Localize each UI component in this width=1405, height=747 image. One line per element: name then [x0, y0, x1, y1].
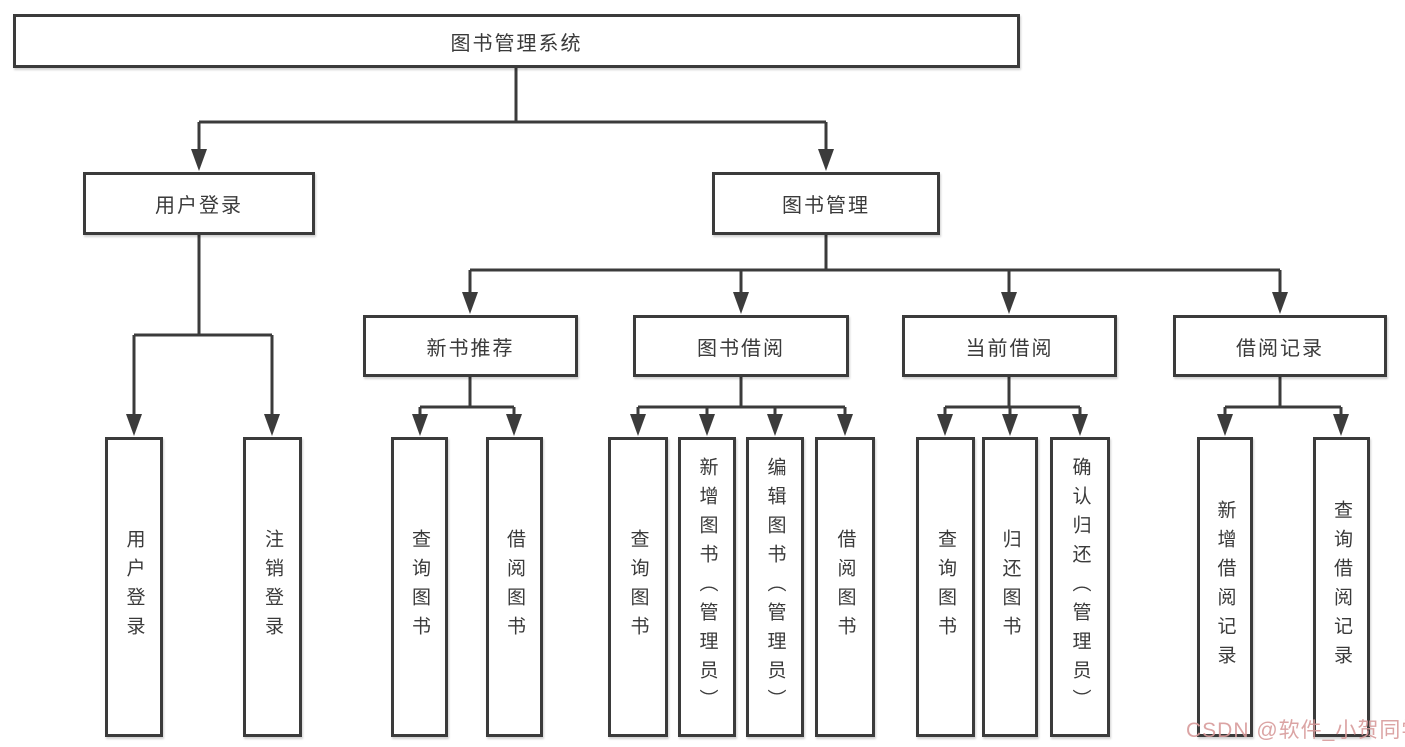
leaf-query-borrow-record: 查询借阅记录	[1313, 437, 1370, 737]
leaf-logout: 注销登录	[243, 437, 302, 737]
node-label: 新书推荐	[426, 337, 515, 360]
node-user-login: 用户登录	[83, 172, 315, 235]
leaf-label: 注销登录	[262, 529, 283, 645]
leaf-borrow-book: 借阅图书	[815, 437, 875, 737]
leaf-confirm-return-admin: 确认归还（管理员）	[1050, 437, 1110, 737]
csdn-watermark: CSDN @软件_小贺同学	[1186, 719, 1405, 742]
leaf-label: 编辑图书（管理员）	[764, 456, 786, 718]
arrowhead-icon	[126, 149, 1349, 436]
leaf-label: 查询图书	[935, 529, 956, 645]
node-label: 图书管理系统	[450, 32, 583, 55]
leaf-label: 借阅图书	[504, 529, 525, 645]
leaf-return-book: 归还图书	[982, 437, 1038, 737]
node-book-management: 图书管理	[712, 172, 940, 235]
leaf-borrow-book-newbook: 借阅图书	[486, 437, 543, 737]
node-new-book-recommend: 新书推荐	[363, 315, 578, 377]
node-book-borrowing: 图书借阅	[633, 315, 849, 377]
leaf-label: 新增借阅记录	[1214, 500, 1236, 674]
leaf-query-book-newbook: 查询图书	[391, 437, 448, 737]
leaf-label: 查询借阅记录	[1331, 500, 1352, 674]
leaf-label: 借阅图书	[834, 529, 856, 645]
leaf-label: 新增图书（管理员）	[696, 456, 718, 718]
node-current-borrowing: 当前借阅	[902, 315, 1117, 377]
leaf-edit-book-admin: 编辑图书（管理员）	[746, 437, 804, 737]
node-root-system: 图书管理系统	[13, 14, 1020, 68]
leaf-label: 归还图书	[999, 529, 1021, 645]
leaf-label: 查询图书	[627, 529, 649, 645]
node-label: 当前借阅	[965, 337, 1054, 360]
leaf-query-book-borrow: 查询图书	[608, 437, 668, 737]
leaf-add-book-admin: 新增图书（管理员）	[678, 437, 736, 737]
node-borrowing-records: 借阅记录	[1173, 315, 1387, 377]
node-label: 图书借阅	[697, 337, 785, 360]
leaf-query-book-current: 查询图书	[916, 437, 975, 737]
leaf-label: 确认归还（管理员）	[1069, 456, 1091, 718]
leaf-add-borrow-record: 新增借阅记录	[1197, 437, 1253, 737]
node-label: 图书管理	[782, 195, 870, 217]
leaf-user-login: 用户登录	[105, 437, 163, 737]
node-label: 用户登录	[155, 195, 243, 217]
node-label: 借阅记录	[1236, 337, 1324, 360]
leaf-label: 用户登录	[123, 529, 145, 645]
leaf-label: 查询图书	[409, 529, 430, 645]
